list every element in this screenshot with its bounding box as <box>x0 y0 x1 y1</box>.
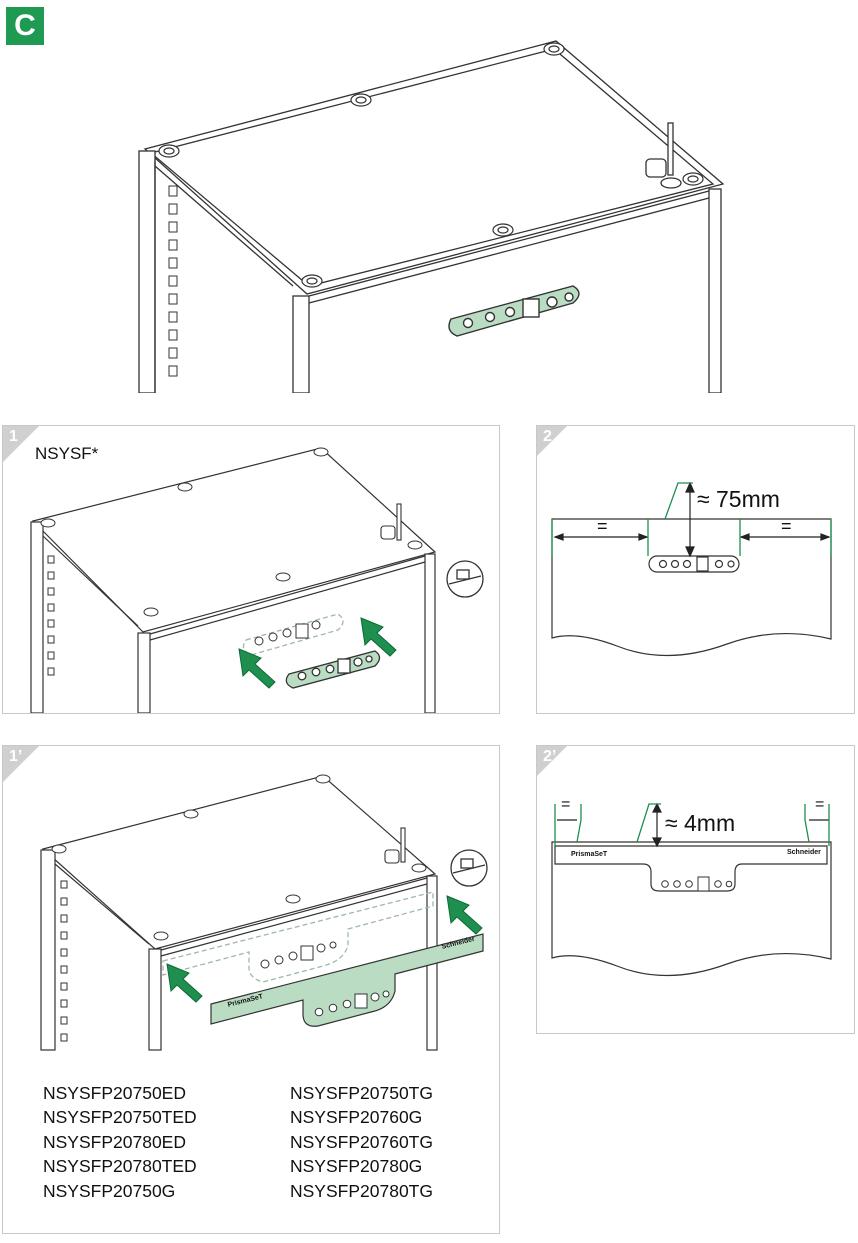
panel-c-drawing <box>138 40 725 393</box>
step-2b-dimension: ≈ 4mm <box>665 810 736 836</box>
step-2b-panel: 2’ ≈ 4mm = = PrismaSeT Schneider <box>536 745 855 1034</box>
step-2b-number: 2’ <box>543 748 557 765</box>
step-2-drawing <box>537 426 832 657</box>
step-2b-brand-left: PrismaSeT <box>571 851 608 858</box>
step-2b-drawing <box>537 746 832 977</box>
step-1-corner <box>3 426 39 462</box>
code-item: NSYSFP20780TG <box>290 1180 433 1201</box>
step-1-model: NSYSF* <box>35 444 99 463</box>
step-1b-panel: 1’ PrismaSeT Schneider NSYSFP20750ED NSY… <box>2 745 500 1234</box>
step-2b-equal-left: = <box>561 796 571 813</box>
step-1b-drawing <box>3 746 488 1051</box>
step-1-drawing <box>3 426 484 713</box>
code-item: NSYSFP20780TED <box>43 1156 197 1177</box>
step-1b-corner <box>3 746 39 782</box>
step-2-panel: 2 ≈ 75mm = = <box>536 425 855 714</box>
step-2-corner <box>537 426 567 456</box>
arrow-icon <box>360 617 397 657</box>
step-1-panel: 1 NSYSF* <box>2 425 500 714</box>
step-2-dimension: ≈ 75mm <box>697 486 780 512</box>
arrow-icon <box>238 648 276 689</box>
step-2-number: 2 <box>543 428 552 445</box>
step-2b-equal-right: = <box>815 796 825 813</box>
step-2-equal-right: = <box>781 516 792 536</box>
step-1-number: 1 <box>9 428 18 445</box>
code-item: NSYSFP20760G <box>290 1107 423 1128</box>
code-item: NSYSFP20750G <box>43 1180 176 1201</box>
step-1b-number: 1’ <box>9 748 23 765</box>
code-item: NSYSFP20780ED <box>43 1131 186 1152</box>
code-item: NSYSFP20750ED <box>43 1083 186 1103</box>
arrow-icon <box>166 963 203 1003</box>
step-2b-brand-right: Schneider <box>787 849 821 856</box>
code-item: NSYSFP20750TED <box>43 1107 197 1128</box>
panel-c: C <box>1 1 856 393</box>
panel-c-badge: C <box>6 7 44 45</box>
codes-right-list: NSYSFP20750TG NSYSFP20760G NSYSFP20760TG… <box>290 1081 433 1203</box>
step-2-equal-left: = <box>597 516 608 536</box>
code-item: NSYSFP20760TG <box>290 1131 433 1152</box>
step-2b-corner <box>537 746 567 776</box>
arrow-icon <box>446 895 483 935</box>
codes-left-list: NSYSFP20750ED NSYSFP20750TED NSYSFP20780… <box>43 1081 197 1203</box>
code-item: NSYSFP20750TG <box>290 1083 433 1103</box>
code-item: NSYSFP20780G <box>290 1156 423 1177</box>
